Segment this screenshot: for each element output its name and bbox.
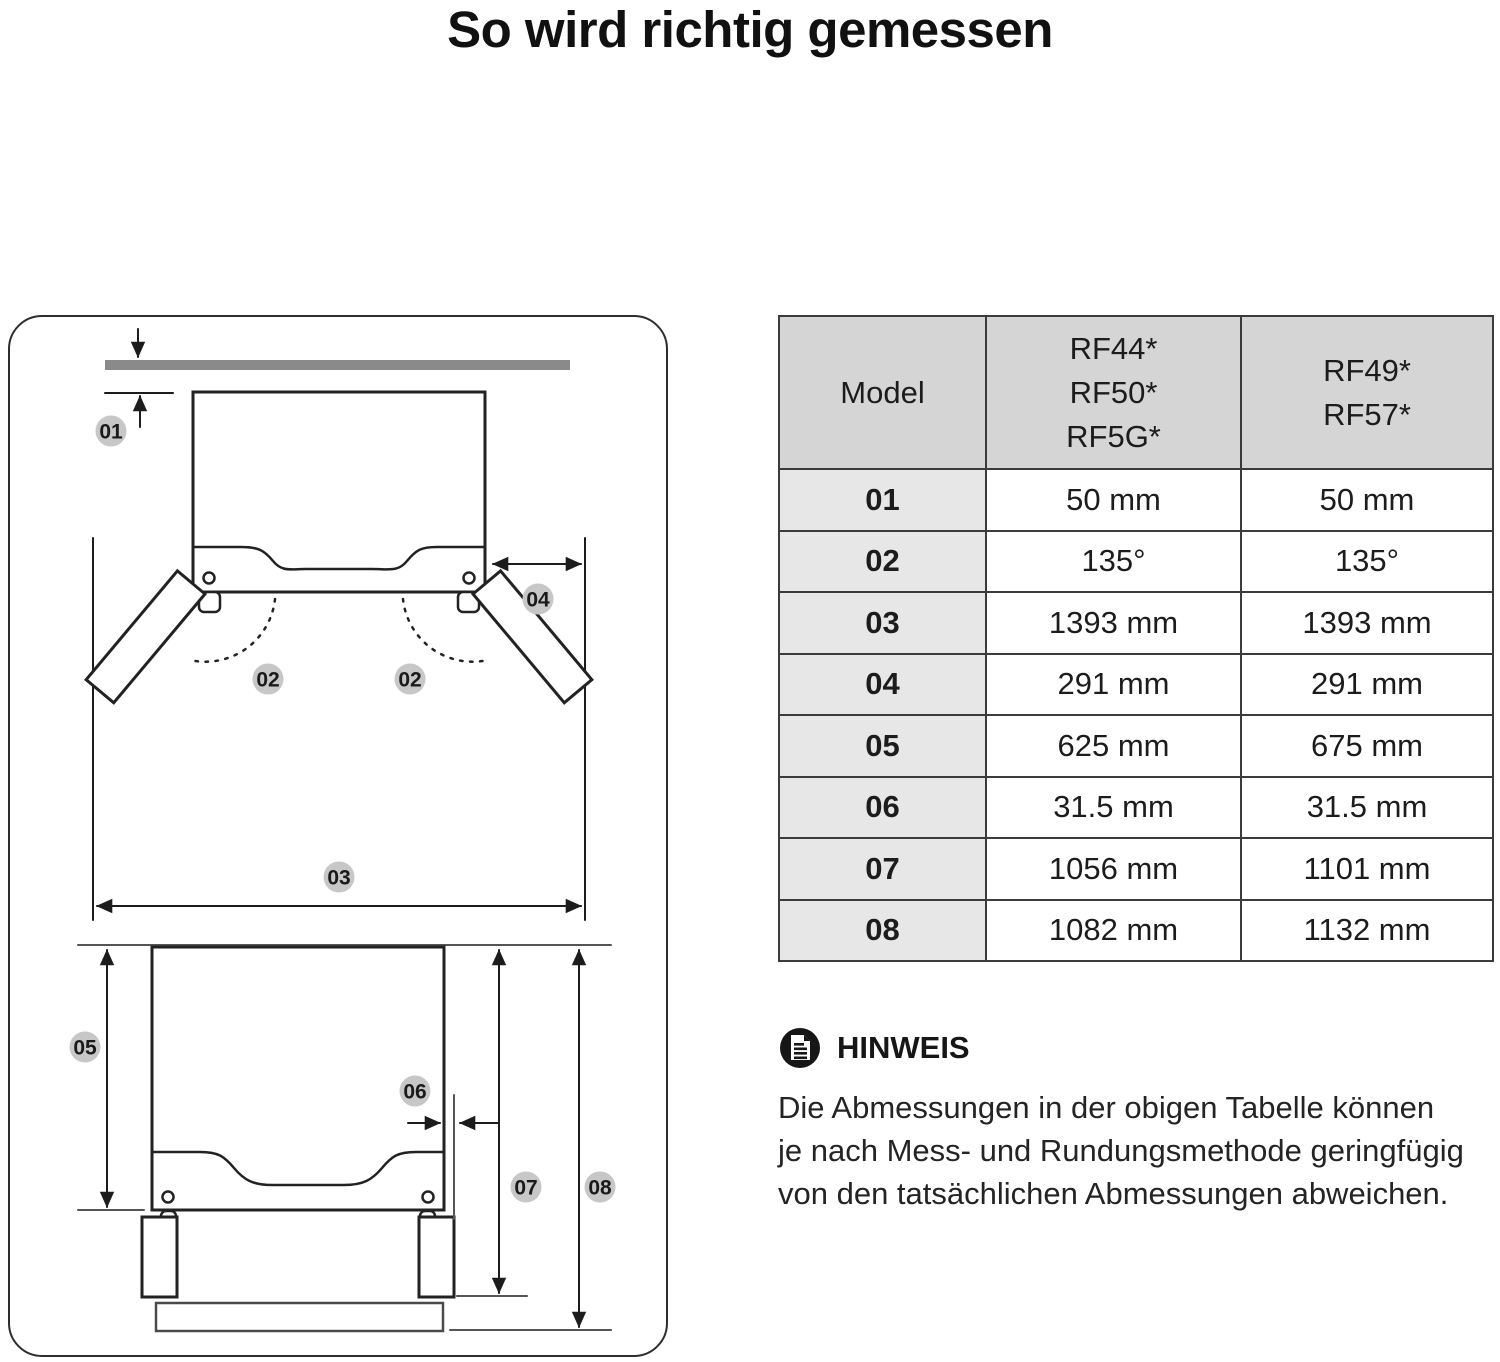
value-cell: 1082 mm bbox=[985, 898, 1242, 962]
wall-bar bbox=[105, 360, 570, 370]
model-header-cell: Model bbox=[778, 315, 987, 470]
top-view-depth-diagram bbox=[77, 944, 612, 1333]
dimensions-table: Model RF44* RF50* RF5G* RF49* RF57* 01 5… bbox=[778, 315, 1494, 962]
table-row: 04 291 mm 291 mm bbox=[778, 652, 1494, 716]
door-left-open bbox=[84, 568, 208, 705]
note-line: Die Abmessungen in der obigen Tabelle kö… bbox=[778, 1090, 1435, 1125]
top-view-open-doors-diagram bbox=[84, 328, 594, 921]
value-cell: 291 mm bbox=[985, 652, 1242, 716]
hinge-pin-left-2 bbox=[161, 1190, 175, 1204]
dim-badge-01: 01 bbox=[95, 415, 127, 447]
fridge-body-top-view bbox=[191, 390, 487, 594]
svg-text:02: 02 bbox=[398, 669, 421, 692]
table-row: 06 31.5 mm 31.5 mm bbox=[778, 775, 1494, 839]
dim-id-cell: 04 bbox=[778, 652, 987, 716]
dim-id-cell: 03 bbox=[778, 591, 987, 655]
svg-text:07: 07 bbox=[514, 1177, 537, 1200]
dim-badge-07: 07 bbox=[510, 1171, 542, 1203]
measurement-diagram: 01 02 02 03 04 bbox=[69, 328, 616, 1333]
note-text: Die Abmessungen in der obigen Tabelle kö… bbox=[778, 1086, 1498, 1215]
model-name: RF44* bbox=[1069, 330, 1158, 366]
svg-text:08: 08 bbox=[588, 1177, 612, 1200]
dim-id-cell: 01 bbox=[778, 468, 987, 532]
value-cell: 675 mm bbox=[1240, 714, 1494, 778]
hinge-pin-left bbox=[202, 571, 216, 585]
fridge-body-depth-view bbox=[150, 945, 446, 1212]
svg-text:01: 01 bbox=[99, 421, 123, 444]
value-cell: 1101 mm bbox=[1240, 837, 1494, 901]
value-cell: 291 mm bbox=[1240, 652, 1494, 716]
model-name: RF49* bbox=[1323, 352, 1411, 388]
model-name: RF5G* bbox=[1066, 418, 1161, 454]
models-col2-header-cell: RF49* RF57* bbox=[1240, 315, 1494, 470]
table-row: 08 1082 mm 1132 mm bbox=[778, 898, 1494, 962]
door-left-90 bbox=[140, 1215, 179, 1299]
value-cell: 1393 mm bbox=[1240, 591, 1494, 655]
measurement-diagram-panel: 01 02 02 03 04 bbox=[8, 315, 668, 1357]
dim-badge-03: 03 bbox=[323, 861, 355, 893]
table-header-row: Model RF44* RF50* RF5G* RF49* RF57* bbox=[778, 315, 1494, 470]
svg-text:02: 02 bbox=[256, 669, 279, 692]
hinge-pin-right-2 bbox=[421, 1190, 435, 1204]
dim-id-cell: 02 bbox=[778, 529, 987, 593]
dim-badge-05: 05 bbox=[69, 1031, 101, 1063]
door-handle-recess bbox=[191, 545, 487, 571]
note-line: von den tatsächlichen Abmessungen abweic… bbox=[778, 1176, 1449, 1211]
table-row: 01 50 mm 50 mm bbox=[778, 468, 1494, 532]
value-cell: 50 mm bbox=[1240, 468, 1494, 532]
model-name: RF57* bbox=[1323, 396, 1411, 432]
svg-text:03: 03 bbox=[327, 867, 350, 890]
door-right-90 bbox=[417, 1215, 456, 1299]
table-row: 03 1393 mm 1393 mm bbox=[778, 591, 1494, 655]
note-heading: HINWEIS bbox=[837, 1030, 970, 1065]
value-cell: 50 mm bbox=[985, 468, 1242, 532]
svg-text:04: 04 bbox=[526, 589, 550, 612]
hinge-pin-right bbox=[462, 571, 476, 585]
note-line: je nach Mess- und Rundungsmethode gering… bbox=[778, 1133, 1464, 1168]
note-header: HINWEIS bbox=[778, 1026, 1498, 1070]
svg-text:05: 05 bbox=[73, 1037, 97, 1060]
door-handle-recess-2 bbox=[150, 1150, 446, 1187]
dim-badge-08: 08 bbox=[584, 1171, 616, 1203]
door-right-open bbox=[470, 568, 594, 705]
page-title: So wird richtig gemessen bbox=[447, 1, 1053, 58]
dim-id-cell: 08 bbox=[778, 898, 987, 962]
dim-badge-04: 04 bbox=[522, 583, 554, 615]
value-cell: 1132 mm bbox=[1240, 898, 1494, 962]
table-row: 07 1056 mm 1101 mm bbox=[778, 837, 1494, 901]
table-row: 05 625 mm 675 mm bbox=[778, 714, 1494, 778]
value-cell: 1056 mm bbox=[985, 837, 1242, 901]
dim-badge-02-left: 02 bbox=[252, 663, 284, 695]
dim-badge-06: 06 bbox=[399, 1075, 431, 1107]
dim-id-cell: 06 bbox=[778, 775, 987, 839]
note-section: HINWEIS Die Abmessungen in der obigen Ta… bbox=[778, 1026, 1498, 1215]
note-document-icon bbox=[780, 1028, 820, 1068]
value-cell: 1393 mm bbox=[985, 591, 1242, 655]
svg-text:06: 06 bbox=[403, 1081, 426, 1104]
extended-drawer bbox=[154, 1301, 445, 1333]
value-cell: 31.5 mm bbox=[985, 775, 1242, 839]
models-col1-header-cell: RF44* RF50* RF5G* bbox=[985, 315, 1242, 470]
value-cell: 31.5 mm bbox=[1240, 775, 1494, 839]
door-swing-arc-left bbox=[188, 597, 277, 663]
value-cell: 135° bbox=[1240, 529, 1494, 593]
value-cell: 135° bbox=[985, 529, 1242, 593]
dim-id-cell: 07 bbox=[778, 837, 987, 901]
model-name: RF50* bbox=[1069, 374, 1158, 410]
dim-id-cell: 05 bbox=[778, 714, 987, 778]
dim-badge-02-right: 02 bbox=[394, 663, 426, 695]
door-swing-arc-right bbox=[401, 597, 490, 663]
table-row: 02 135° 135° bbox=[778, 529, 1494, 593]
dimension-badges: 01 02 02 03 04 bbox=[69, 415, 616, 1203]
value-cell: 625 mm bbox=[985, 714, 1242, 778]
